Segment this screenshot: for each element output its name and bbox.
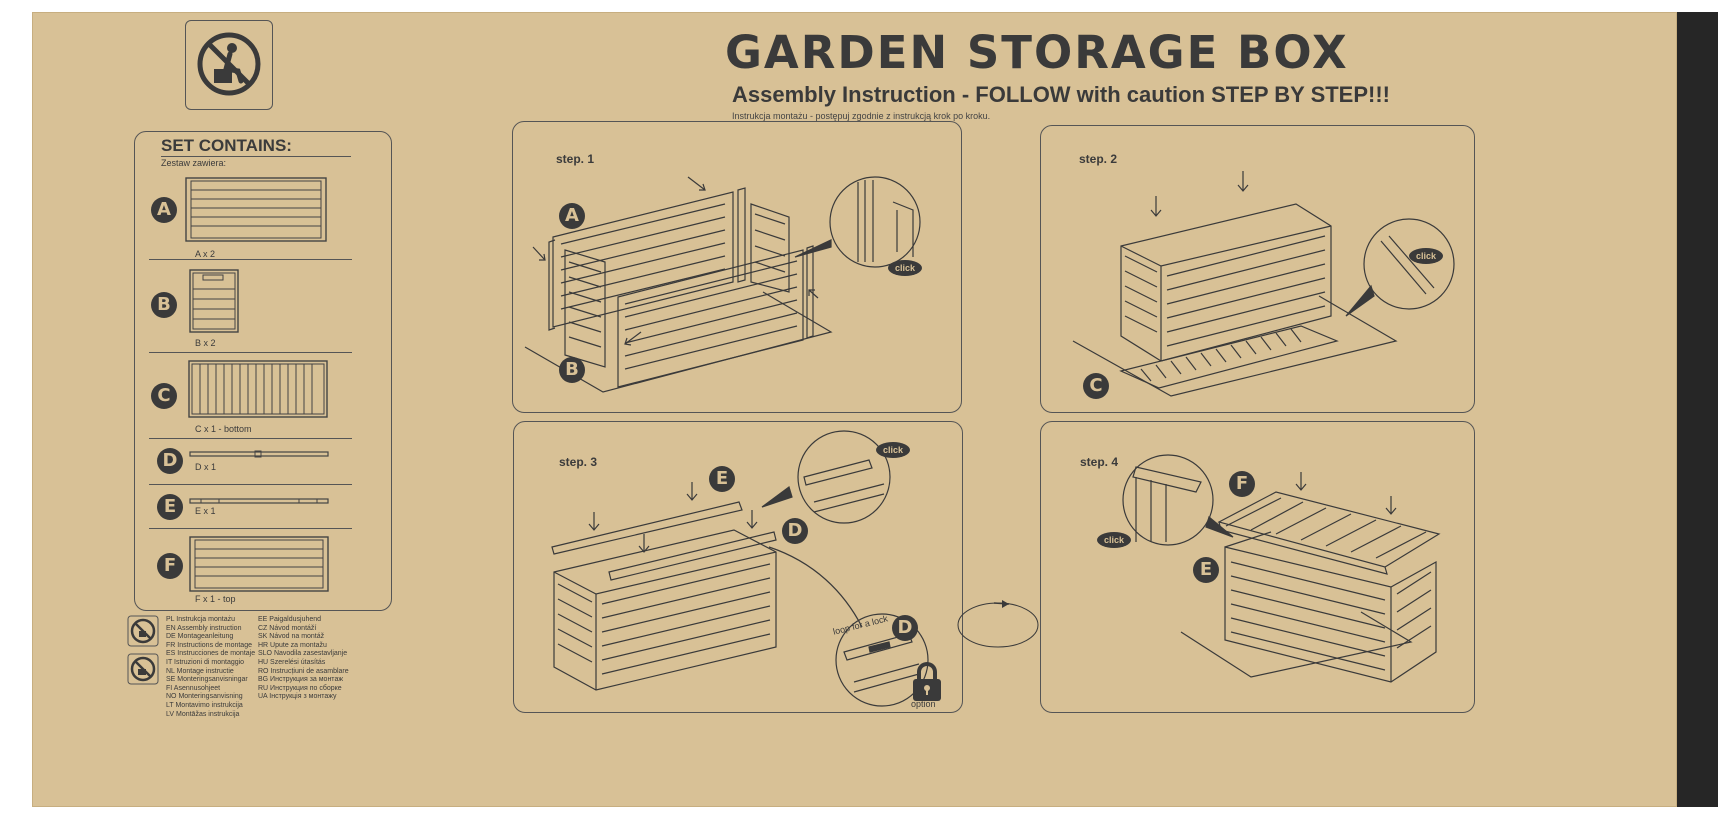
part-e-label: E x 1 — [195, 506, 216, 516]
step-4-badge-f: F — [1229, 471, 1255, 497]
page-title: GARDEN STORAGE BOX — [725, 26, 1349, 79]
step-3-option-text: option — [911, 699, 936, 709]
step-3-illustration — [551, 430, 941, 707]
padlock-icon — [913, 662, 941, 701]
part-d-rail-drawing — [189, 450, 329, 458]
part-f-label: F x 1 - top — [195, 594, 236, 604]
part-c-bottom-drawing — [188, 360, 328, 418]
no-sitting-icon — [127, 615, 159, 647]
no-sitting-sign — [185, 20, 273, 110]
step-4-badge-e: E — [1193, 557, 1219, 583]
step-4-panel: step. 4 — [1040, 421, 1475, 713]
part-b-panel-drawing — [189, 269, 239, 333]
step-1-badge-b: B — [559, 357, 585, 383]
step-3-click-bubble: click — [876, 442, 910, 458]
page-subtitle: Assembly Instruction - FOLLOW with cauti… — [732, 82, 1391, 107]
part-badge-c: C — [151, 383, 177, 409]
step-flow-arrow — [957, 600, 1039, 648]
language-list-col1: PL Instrukcja montażu EN Assembly instru… — [166, 616, 256, 718]
page-subtitle-pl: Instrukcja montażu - postępuj zgodnie z … — [732, 111, 991, 121]
part-a-panel-drawing — [185, 177, 327, 242]
step-1-label: step. 1 — [556, 152, 595, 166]
part-badge-d: D — [157, 448, 183, 474]
set-subtitle: Zestaw zawiera: — [161, 158, 227, 168]
step-1-click-bubble: click — [888, 260, 922, 276]
part-badge-f: F — [157, 553, 183, 579]
step-3-badge-d: D — [782, 518, 808, 544]
no-sitting-icon — [197, 32, 261, 96]
set-contains-panel: SET CONTAINS: Zestaw zawiera: A A x 2 B … — [134, 131, 392, 611]
no-sitting-icon — [127, 653, 159, 685]
box-side-shadow — [1677, 12, 1718, 807]
set-title: SET CONTAINS: — [161, 136, 292, 155]
step-1-badge-a: A — [559, 203, 585, 229]
part-f-top-drawing — [189, 536, 329, 592]
step-4-label: step. 4 — [1080, 455, 1119, 469]
step-3-panel: step. 3 — [513, 421, 963, 713]
step-2-label: step. 2 — [1079, 152, 1118, 166]
step-4-click-bubble: click — [1097, 532, 1131, 548]
cardboard-panel: GARDEN STORAGE BOX Assembly Instruction … — [32, 12, 1677, 807]
step-3-badge-e: E — [709, 466, 735, 492]
part-badge-a: A — [151, 197, 177, 223]
step-1-panel: step. 1 — [512, 121, 962, 413]
language-list-col2: EE Paigaldusjuhend CZ Návod montáží SK N… — [258, 616, 349, 701]
step-3-badge-d-lock: D — [892, 615, 918, 641]
step-2-panel: step. 2 C click — [1040, 125, 1475, 413]
part-c-label: C x 1 - bottom — [195, 424, 252, 434]
part-badge-e: E — [157, 494, 183, 520]
step-4-illustration — [1122, 454, 1441, 683]
step-2-click-bubble: click — [1409, 248, 1443, 264]
step-3-label: step. 3 — [559, 455, 598, 469]
step-2-illustration — [1072, 171, 1455, 397]
step-2-badge-c: C — [1083, 373, 1109, 399]
part-d-label: D x 1 — [195, 462, 217, 472]
part-e-rail-drawing — [189, 498, 329, 504]
part-a-label: A x 2 — [195, 249, 216, 259]
step-1-illustration — [524, 176, 921, 393]
part-b-label: B x 2 — [195, 338, 216, 348]
part-badge-b: B — [151, 292, 177, 318]
